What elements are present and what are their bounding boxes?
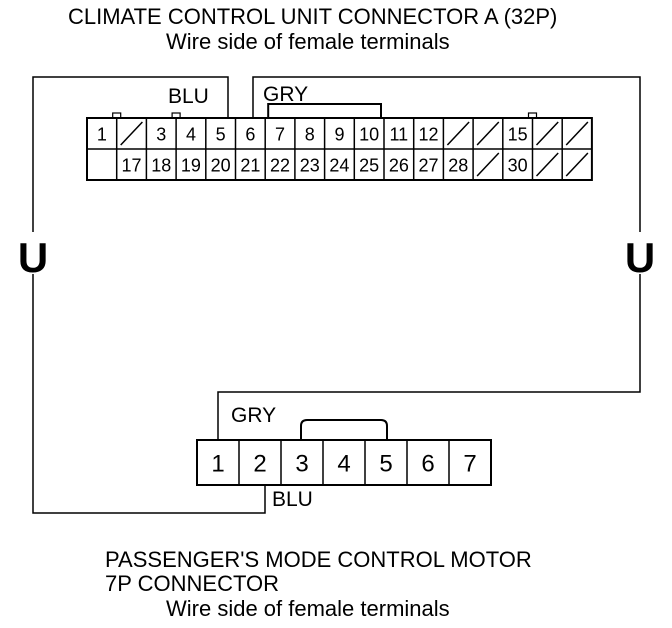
unused-cavity-mark (535, 152, 559, 177)
unused-cavity-mark (535, 121, 559, 146)
motor-pin-3: 3 (295, 451, 308, 478)
connector-a-pin-28: 28 (448, 156, 468, 176)
motor-connector-title-line1: PASSENGER'S MODE CONTROL MOTOR (105, 547, 532, 572)
blu-label-bottom: BLU (272, 488, 313, 511)
unused-cavity-mark (565, 121, 589, 146)
motor-pin-2: 2 (253, 451, 266, 478)
connector-a-pin-9: 9 (334, 125, 344, 145)
connector-a-pin-30: 30 (508, 156, 528, 176)
motor-connector-lock-tab (300, 419, 388, 440)
connector-a-pin-23: 23 (300, 156, 320, 176)
connector-a-pin-3: 3 (156, 125, 166, 145)
connector-a-pin-15: 15 (508, 125, 528, 145)
motor-connector-housing (196, 439, 492, 486)
connector-a-pin-19: 19 (181, 156, 201, 176)
connector-a-pin-27: 27 (419, 156, 439, 176)
connector-a-pin-1: 1 (97, 125, 107, 145)
connector-a-lock-tab (267, 103, 382, 118)
connector-a-pin-21: 21 (240, 156, 260, 176)
connector-a-pin-26: 26 (389, 156, 409, 176)
connector-a-pin-20: 20 (211, 156, 231, 176)
motor-pin-7: 7 (463, 451, 476, 478)
loop-gap-left (20, 232, 46, 274)
unused-cavity-mark (120, 121, 143, 146)
unused-cavity-mark (476, 121, 500, 146)
connector-a-pin-7: 7 (275, 125, 285, 145)
connector-a-pin-5: 5 (216, 125, 226, 145)
connector-a-pin-24: 24 (329, 156, 349, 176)
motor-pin-6: 6 (421, 451, 434, 478)
motor-pin-5: 5 (379, 451, 392, 478)
loop-symbol-right: U (625, 234, 655, 281)
gry-label-bottom: GRY (231, 404, 276, 427)
unused-cavity-mark (476, 152, 500, 177)
connector-a-title: CLIMATE CONTROL UNIT CONNECTOR A (32P) (68, 4, 558, 29)
gry-label-top: GRY (263, 83, 308, 106)
motor-connector: 1 2 3 4 5 6 7 (196, 419, 492, 486)
connector-a-pin-12: 12 (419, 125, 439, 145)
motor-pin-4: 4 (337, 451, 350, 478)
blu-wire (32, 76, 266, 514)
loop-symbol-left: U (18, 234, 48, 281)
unused-cavity-mark (565, 152, 589, 177)
connector-a-pin-6: 6 (245, 125, 255, 145)
connector-a-pin-10: 10 (359, 125, 379, 145)
blu-label-top: BLU (168, 85, 209, 108)
connector-a-pin-17: 17 (122, 156, 142, 176)
connector-a-pin-18: 18 (151, 156, 171, 176)
connector-a-pin-25: 25 (359, 156, 379, 176)
motor-pin-1: 1 (211, 451, 224, 478)
connector-a-pin-4: 4 (186, 125, 196, 145)
motor-connector-subtitle: Wire side of female terminals (166, 596, 450, 621)
connector-a-pin-11: 11 (390, 125, 409, 145)
unused-cavity-mark (446, 121, 470, 146)
loop-gap-right (627, 232, 653, 274)
connector-a-pin-22: 22 (270, 156, 290, 176)
motor-connector-title-line2: 7P CONNECTOR (105, 571, 280, 596)
connector-a-pin-8: 8 (305, 125, 315, 145)
connector-a-subtitle: Wire side of female terminals (166, 29, 450, 54)
